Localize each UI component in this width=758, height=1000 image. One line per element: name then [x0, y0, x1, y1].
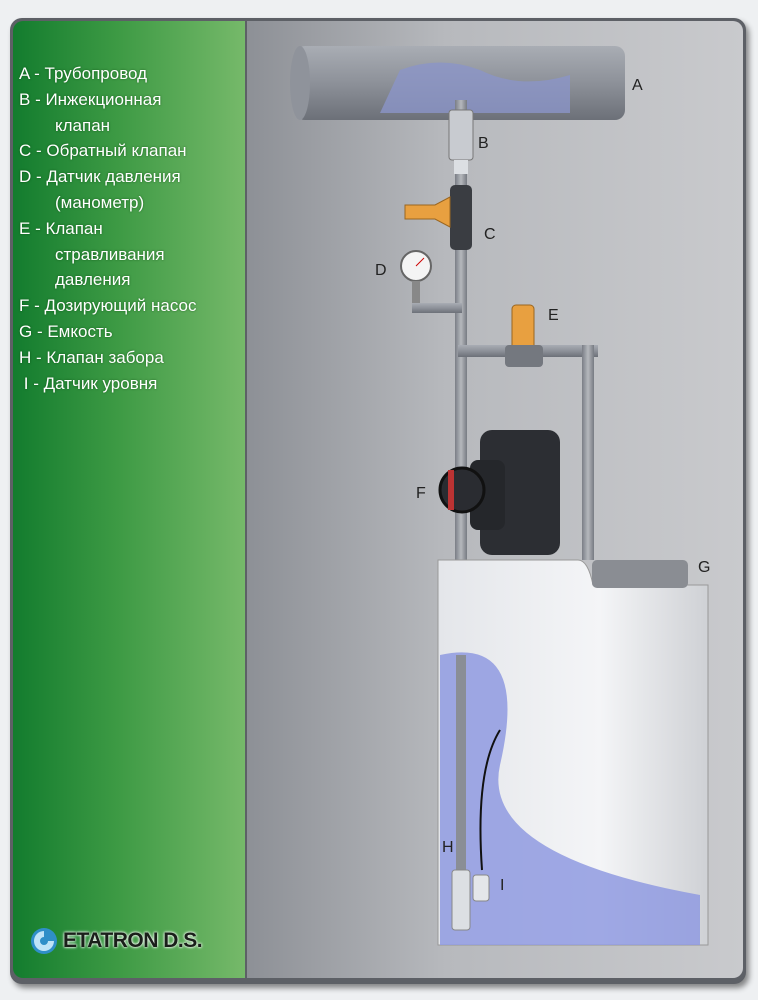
level-sensor [472, 874, 490, 902]
label-e: E [548, 307, 559, 324]
tank [437, 559, 709, 946]
dosing-pump [438, 430, 560, 555]
label-h: H [442, 839, 454, 856]
label-f: F [416, 485, 426, 502]
legend-item-g: G - Емкость [19, 321, 113, 341]
label-d: D [375, 262, 387, 279]
label-i: I [500, 877, 504, 894]
label-g: G [698, 559, 710, 576]
etatron-logo: ETATRON D.S. [29, 926, 203, 956]
legend-item-c: C - Обратный клапан [19, 141, 187, 161]
injection-valve [448, 109, 474, 174]
label-c: C [484, 226, 496, 243]
foot-valve [451, 869, 471, 931]
legend-item-d: D - Датчик давления(манометр) [19, 167, 181, 212]
pipeline [290, 46, 625, 120]
label-a: A [632, 77, 643, 94]
legend-item-a: A - Трубопровод [19, 64, 148, 83]
legend-item-i: I - Датчик уровня [23, 373, 158, 393]
pressure-gauge [400, 250, 462, 313]
check-valve [404, 185, 472, 250]
logo-swirl-icon [31, 928, 57, 954]
pressure-relief-valve [458, 304, 598, 560]
label-b: B [478, 135, 489, 152]
legend-item-f: F - Дозирующий насос [19, 296, 197, 316]
legend-item-h: H - Клапан забора [19, 347, 164, 367]
